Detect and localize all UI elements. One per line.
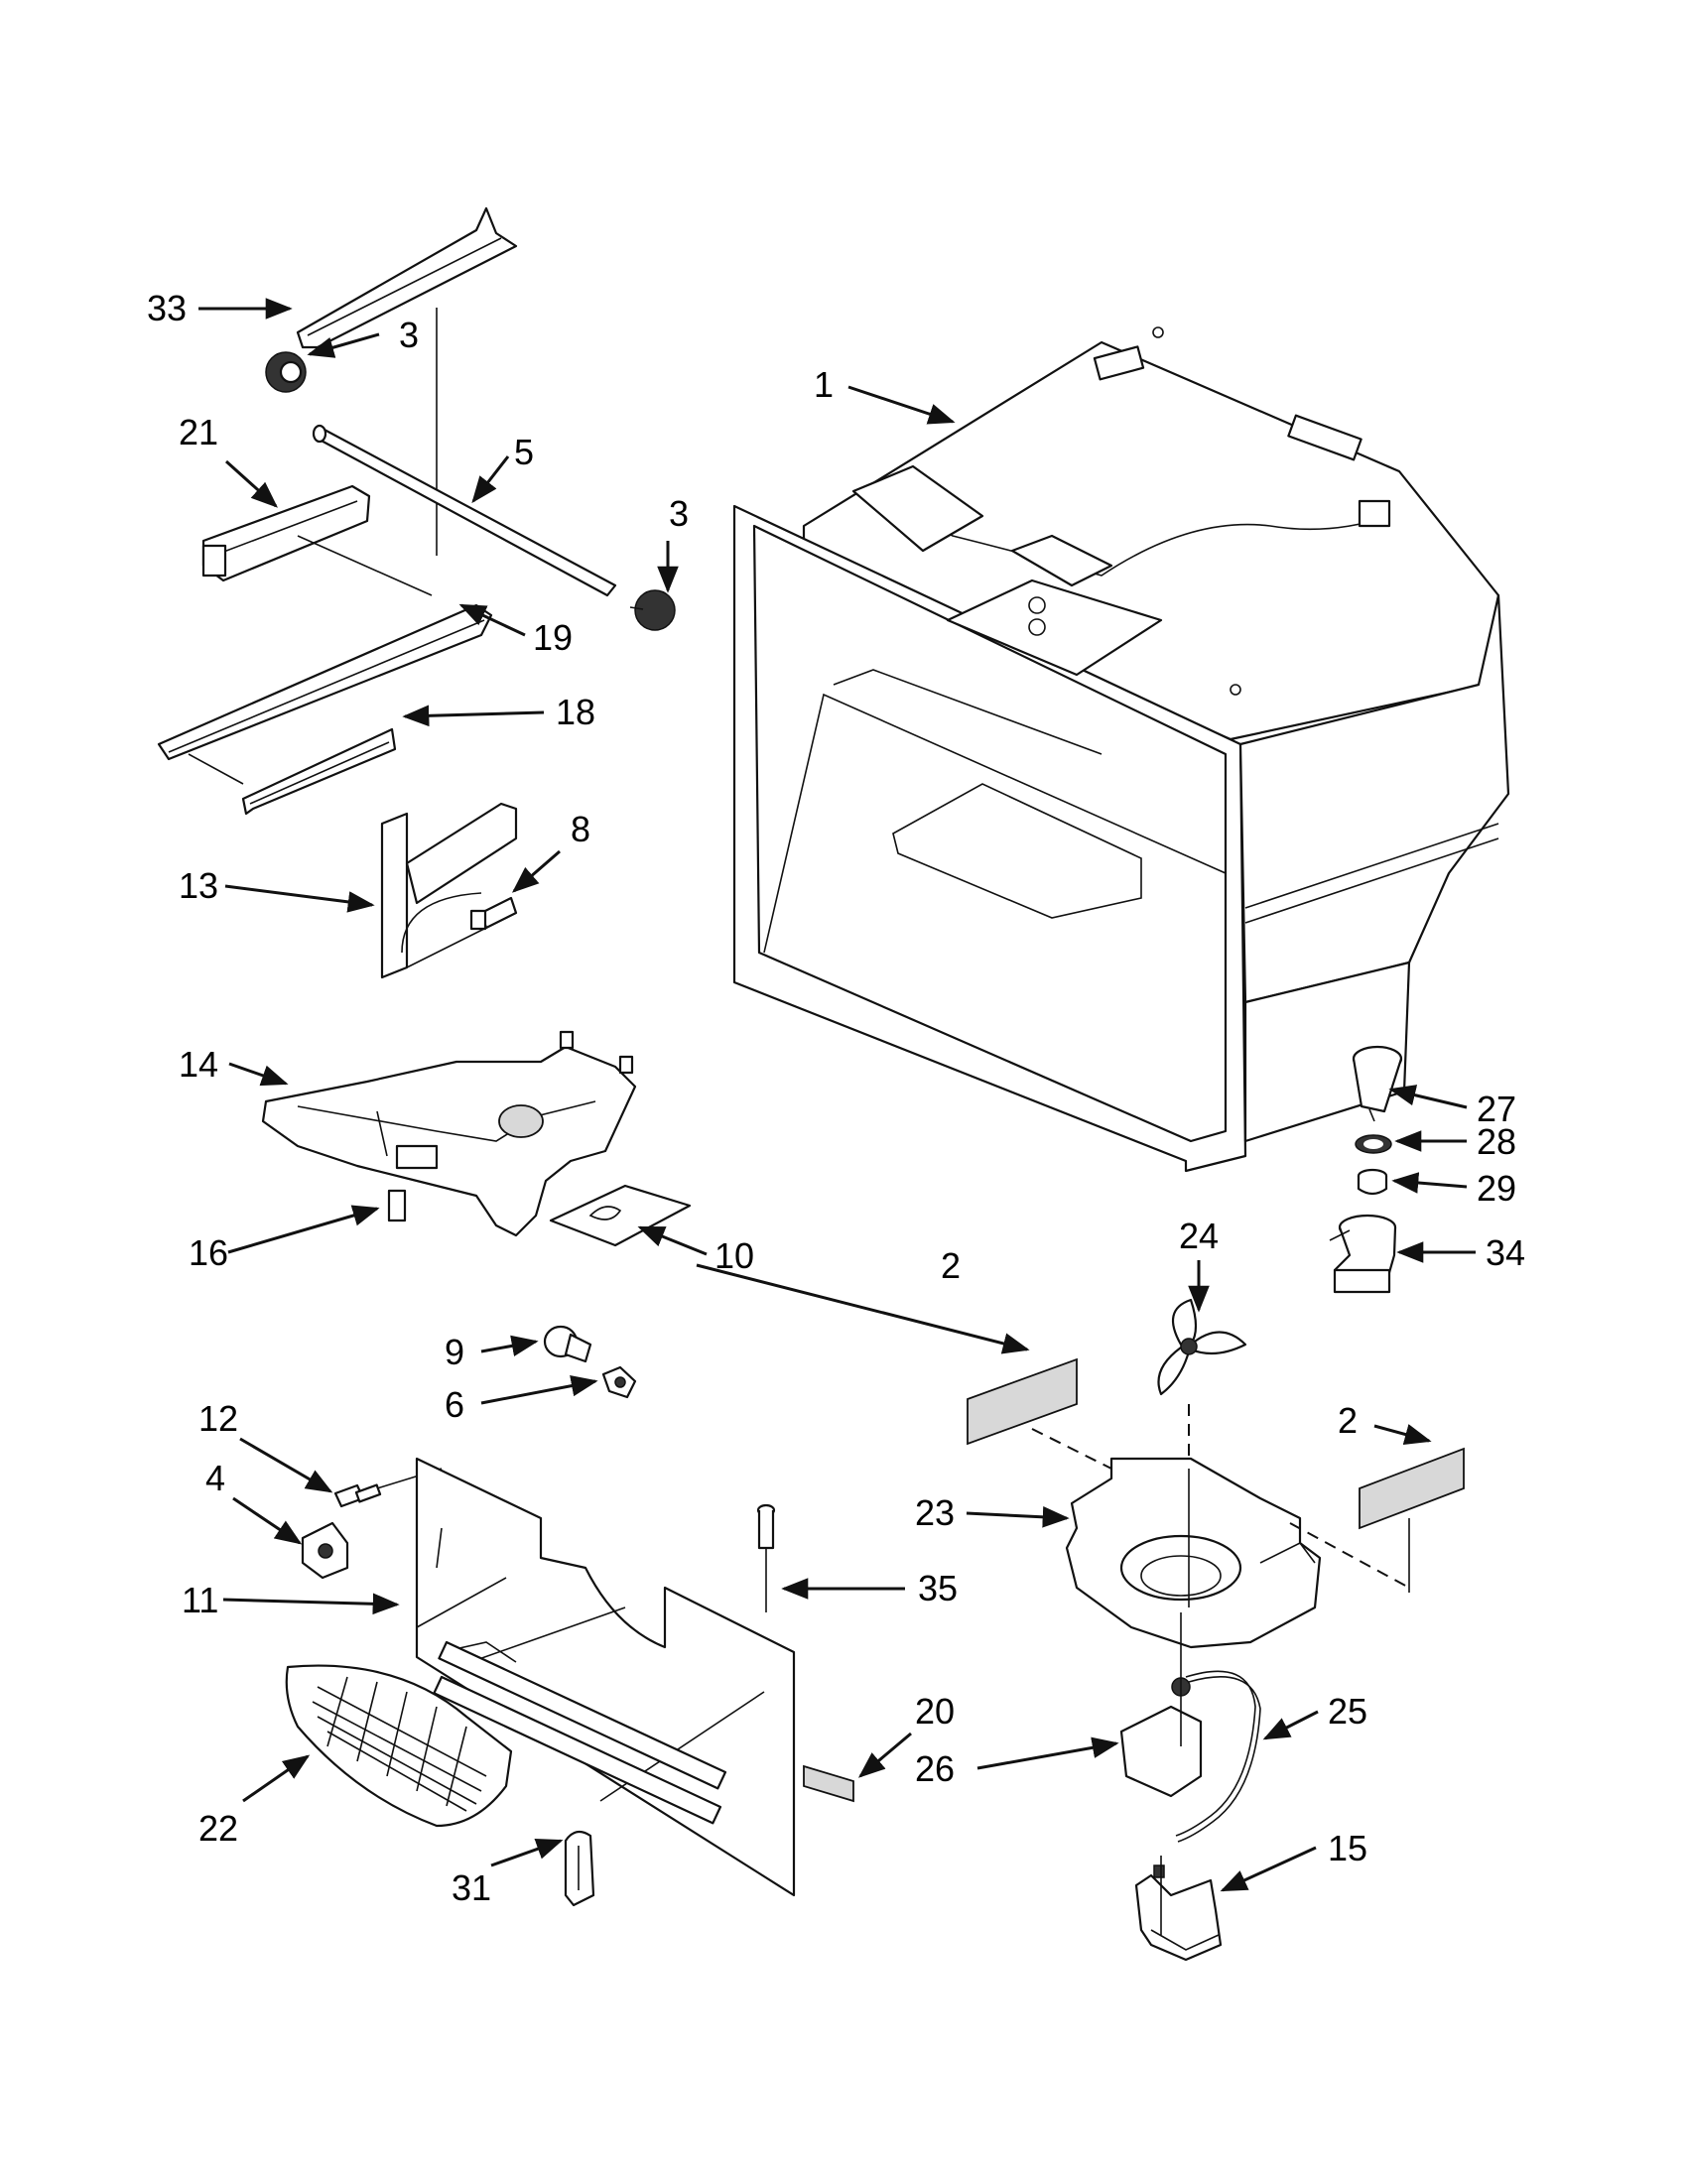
callout-2-left: 2: [941, 1245, 961, 1286]
part-28-ring: [1355, 1134, 1392, 1154]
part-31-clip: [564, 1830, 595, 1907]
part-24-fan-blade: [1157, 1298, 1247, 1469]
part-22-grille: [285, 1664, 513, 1828]
leader-arrows: [198, 298, 1476, 1892]
callout-18: 18: [556, 692, 595, 732]
callout-25: 25: [1328, 1691, 1367, 1732]
callout-labels: 33 3 21 5 3 1 19 18 8 13 14 27 28 29 24 …: [147, 288, 1525, 1908]
part-12-screw: [333, 1468, 443, 1508]
callout-13: 13: [179, 865, 218, 906]
callout-29: 29: [1477, 1168, 1516, 1209]
part-35-probe: [756, 1503, 776, 1612]
part-10-label: [549, 1184, 692, 1247]
callout-4: 4: [205, 1458, 225, 1498]
part-6-socket: [601, 1365, 637, 1399]
part-25-wire: [1175, 1670, 1261, 1843]
part-8-screw: [469, 896, 518, 931]
part-3-gear-left: [265, 351, 307, 393]
part-29-cap: [1357, 1168, 1388, 1196]
callout-5: 5: [514, 432, 534, 472]
callout-3-right: 3: [669, 493, 689, 534]
callout-2-right: 2: [1338, 1400, 1358, 1441]
part-11-panel: [415, 1457, 796, 1897]
callout-28: 28: [1477, 1121, 1516, 1162]
part-16-clip: [387, 1189, 407, 1222]
callout-33: 33: [147, 288, 187, 328]
part-20-strip: [803, 1764, 854, 1803]
callout-6: 6: [445, 1384, 464, 1425]
callout-31: 31: [452, 1867, 491, 1908]
callout-8: 8: [571, 809, 590, 849]
callout-19: 19: [533, 617, 573, 658]
callout-27: 27: [1477, 1089, 1516, 1129]
callout-15: 15: [1328, 1828, 1367, 1868]
callout-12: 12: [198, 1398, 238, 1439]
part-5-rod: [312, 424, 617, 597]
callout-34: 34: [1486, 1232, 1525, 1273]
callout-35: 35: [918, 1568, 958, 1608]
callout-23: 23: [915, 1492, 955, 1533]
part-21-bracket: [201, 484, 433, 596]
part-3-gear-right: [629, 589, 676, 631]
callout-26: 26: [915, 1748, 955, 1789]
callout-1: 1: [814, 364, 834, 405]
callout-22: 22: [198, 1808, 238, 1849]
callout-3-left: 3: [399, 315, 419, 355]
callout-10: 10: [714, 1235, 754, 1276]
grille-mesh: [312, 1676, 487, 1812]
part-18-rail: [241, 727, 397, 816]
part-2-foam-left: [967, 1357, 1112, 1470]
part-9-bulb: [543, 1325, 592, 1363]
part-23-fan-housing: [1065, 1457, 1410, 1649]
part-1-liner: [732, 326, 1510, 1173]
callout-21: 21: [179, 412, 218, 452]
callout-24: 24: [1179, 1216, 1219, 1256]
part-19-rail: [157, 603, 493, 785]
callout-16: 16: [189, 1232, 228, 1273]
part-34-duct: [1329, 1214, 1397, 1294]
callout-11: 11: [182, 1580, 218, 1620]
part-15-bracket: [1134, 1856, 1223, 1962]
vent-slots: [433, 1640, 727, 1825]
part-33-rail: [296, 206, 518, 556]
part-26-motor: [1119, 1612, 1203, 1798]
part-27-fitting: [1352, 1045, 1403, 1122]
part-13-bracket: [380, 802, 518, 979]
part-4-switch: [301, 1521, 349, 1580]
part-14-tray: [261, 1030, 637, 1237]
callout-14: 14: [179, 1044, 218, 1085]
part-2-foam-right: [1359, 1447, 1465, 1593]
callout-9: 9: [445, 1332, 464, 1372]
callout-20: 20: [915, 1691, 955, 1732]
